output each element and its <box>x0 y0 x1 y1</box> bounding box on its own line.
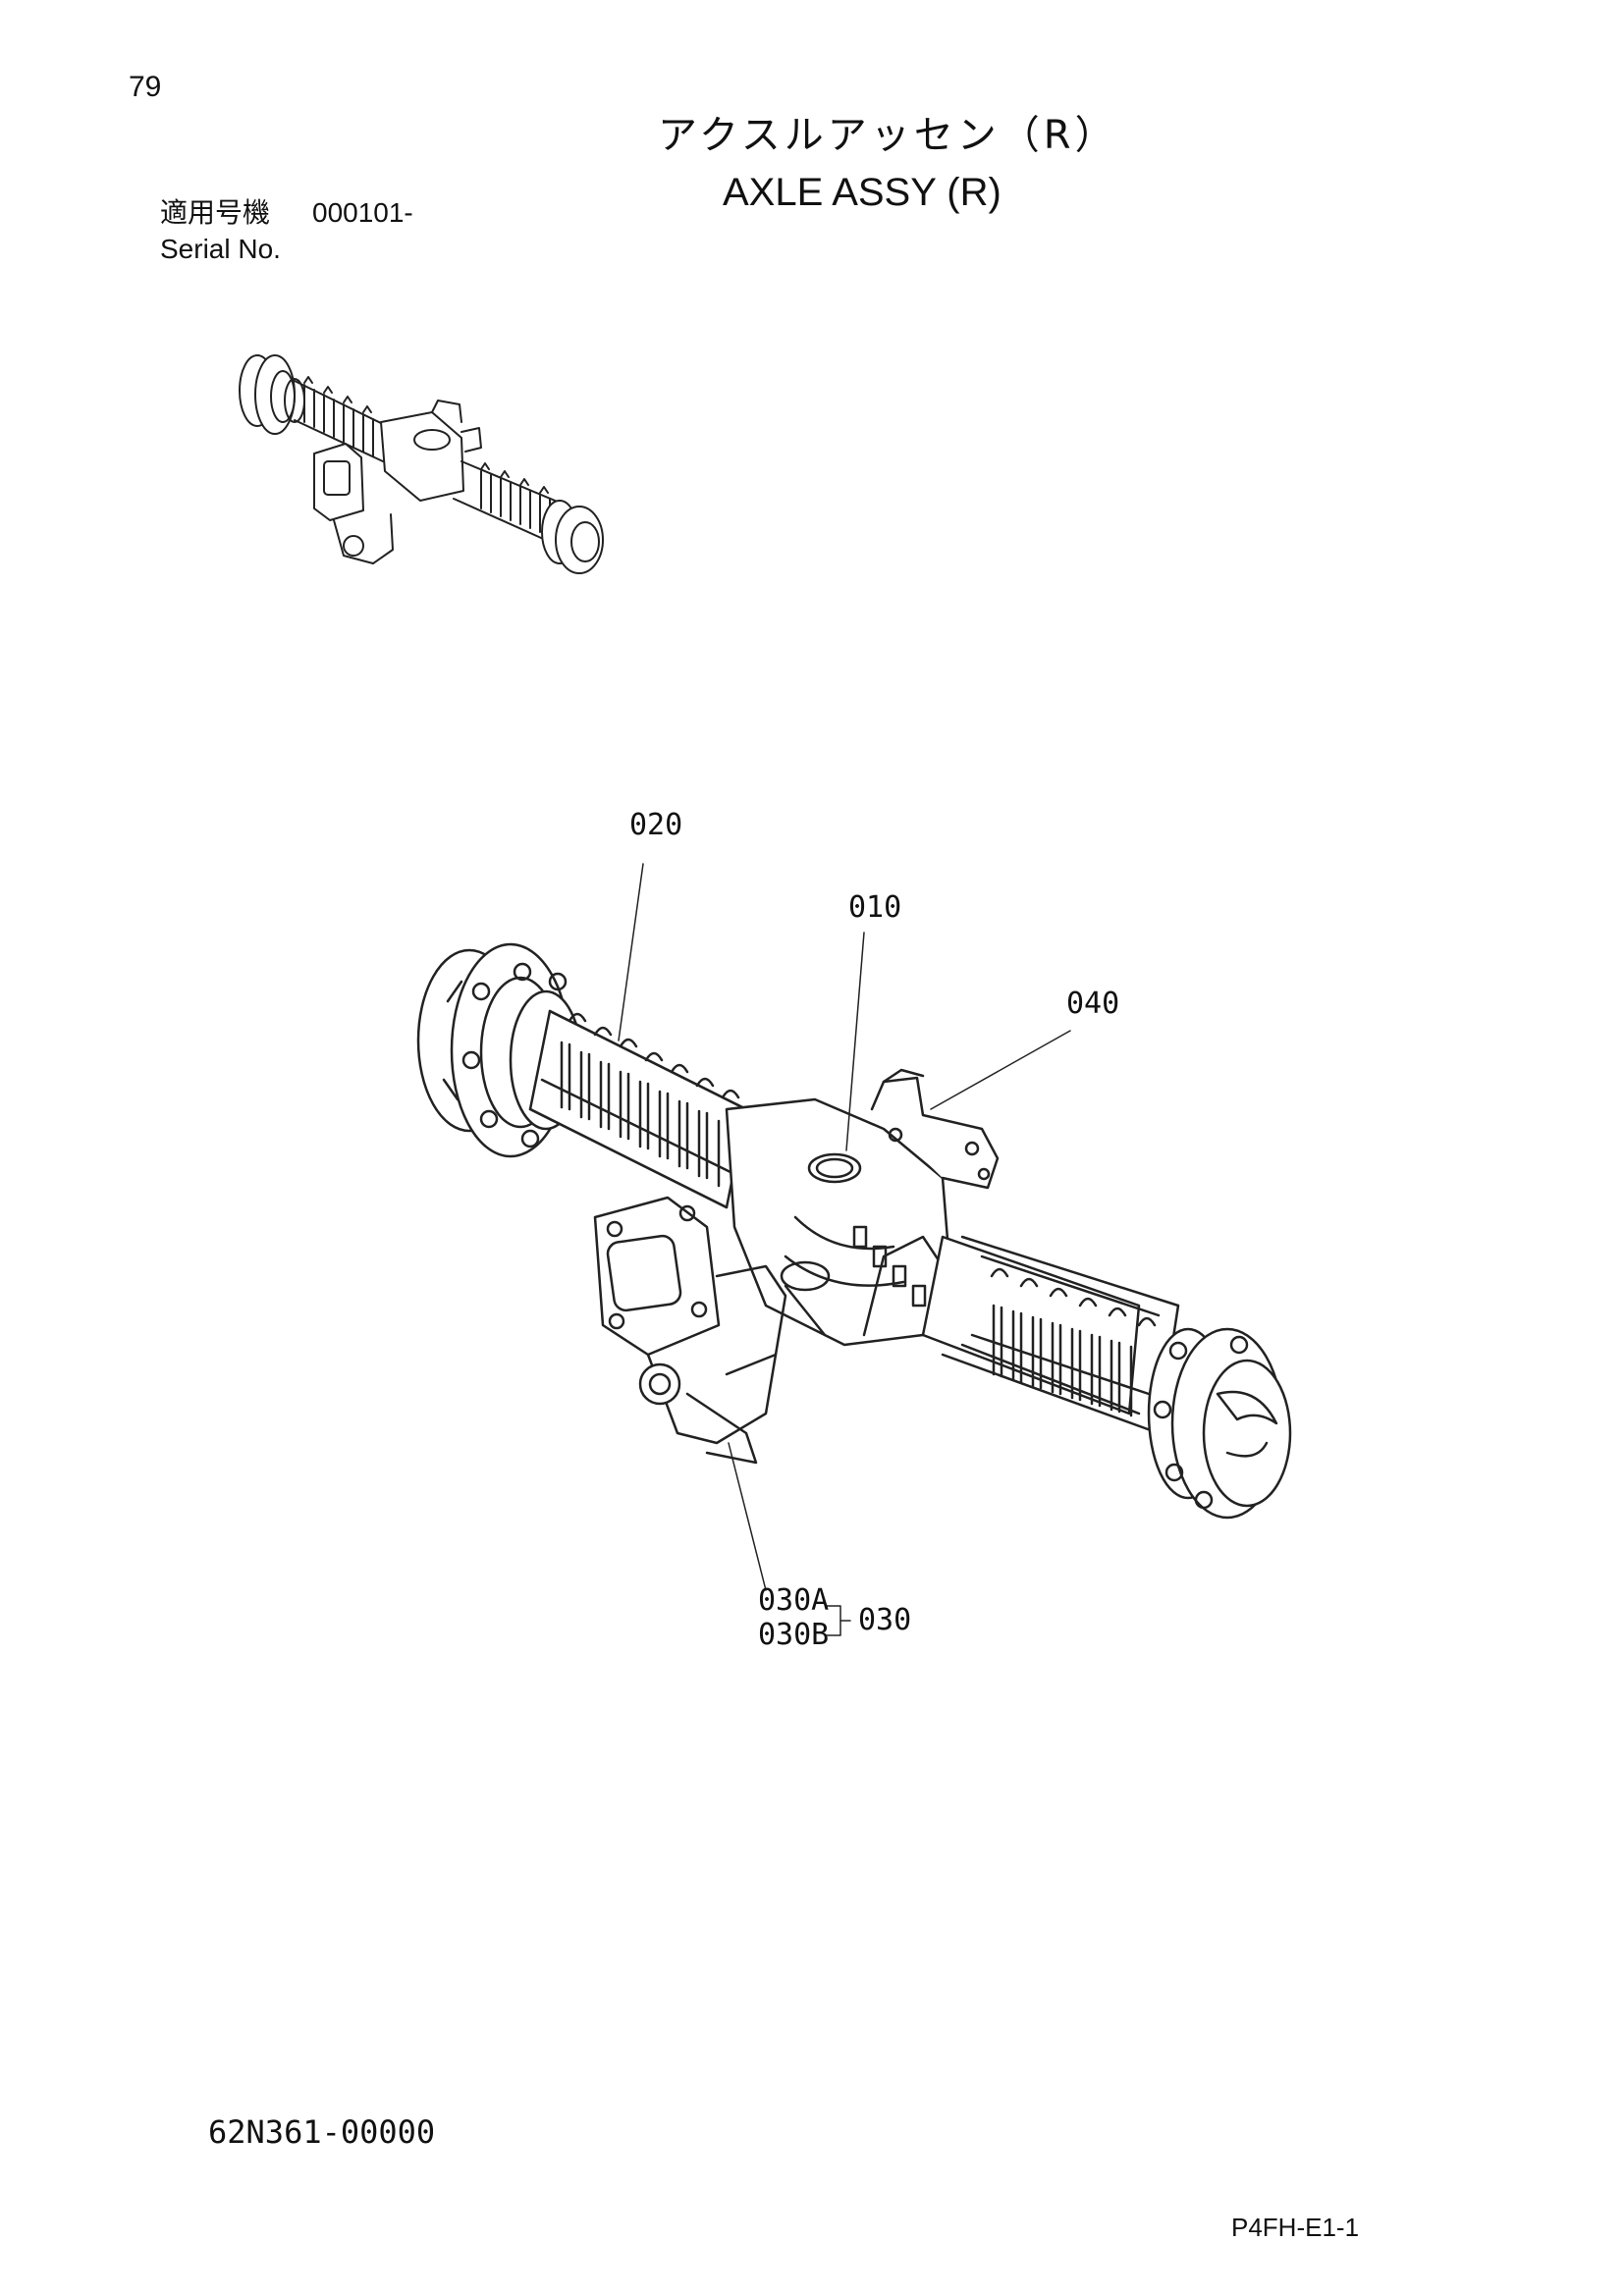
right-axle-tube <box>921 1235 1180 1435</box>
callout-030b: 030B <box>758 1618 829 1652</box>
callout-040: 040 <box>1066 987 1119 1021</box>
callout-030a: 030A <box>758 1583 829 1618</box>
left-axle-tube <box>528 1009 748 1209</box>
axle-main-drawing <box>416 942 1292 1520</box>
callout-020: 020 <box>629 808 682 842</box>
input-gearbox <box>593 1196 831 1465</box>
page-title-japanese: アクスルアッセン（R） <box>658 113 1118 158</box>
callout-030: 030 <box>858 1603 911 1637</box>
page-title-english: AXLE ASSY (R) <box>723 171 1001 214</box>
left-wheel-hub <box>416 942 583 1158</box>
leader-lines <box>618 863 1071 1636</box>
serial-label-japanese: 適用号機 <box>160 196 271 229</box>
serial-number-value: 000101- <box>312 197 413 228</box>
right-wheel-hub <box>1147 1327 1292 1520</box>
axle-overview-thumbnail <box>239 354 604 574</box>
page-code: P4FH-E1-1 <box>1231 2213 1360 2242</box>
page-number: 79 <box>129 71 162 103</box>
callout-010: 010 <box>848 890 901 925</box>
drawing-number: 62N361-00000 <box>208 2113 436 2151</box>
serial-label-english: Serial No. <box>160 234 281 264</box>
differential-housing <box>725 1068 1000 1347</box>
